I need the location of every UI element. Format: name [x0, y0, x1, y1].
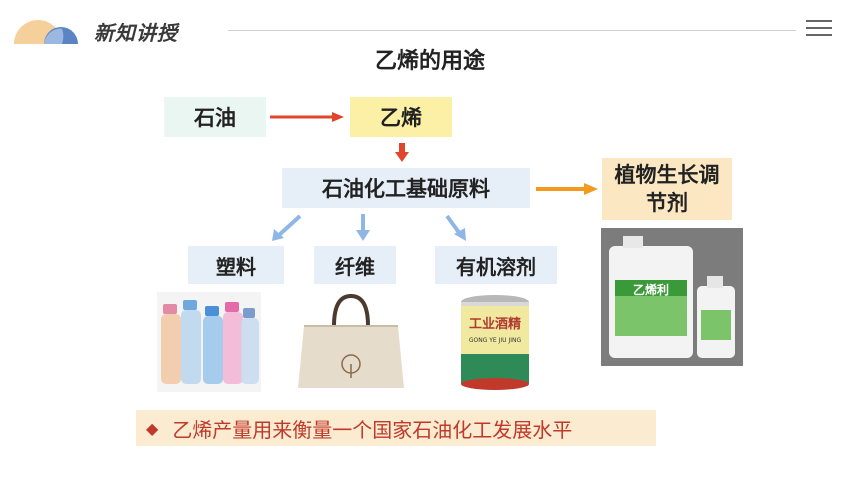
- can-label-text: 工业酒精: [469, 316, 521, 332]
- page-title: 乙烯的用途: [374, 49, 485, 74]
- arrow-down-red-icon: [395, 143, 409, 162]
- arrow-right-orange-icon: [536, 183, 598, 195]
- arrow-down-blue-icon: [356, 214, 370, 241]
- logo-icon: [14, 20, 78, 44]
- canvas-bag-image: [296, 292, 406, 392]
- bottom-note-text: 乙烯产量用来衡量一个国家石油化工发展水平: [172, 417, 573, 442]
- fiber-box: 纤维: [314, 246, 396, 284]
- diamond-bullet-icon: ◆: [146, 418, 159, 438]
- header-divider: [228, 30, 796, 31]
- brand-title: 新知讲授: [94, 21, 178, 45]
- arrow-right-red-icon: [270, 112, 344, 122]
- solvent-box: 有机溶剂: [435, 246, 557, 284]
- plastic-bottles-image: [157, 292, 261, 392]
- arrow-down-left-blue-icon: [272, 214, 302, 241]
- alcohol-can-image: 工业酒精 GONG YE JIU JING: [456, 292, 534, 392]
- bottom-note-banner: ◆ 乙烯产量用来衡量一个国家石油化工发展水平: [136, 410, 656, 446]
- arrow-down-right-blue-icon: [445, 214, 466, 241]
- plastic-box: 塑料: [188, 246, 284, 284]
- plant-regulator-line1: 植物生长调: [614, 163, 720, 187]
- plant-regulator-line2: 节剂: [646, 191, 688, 215]
- ethephon-product-image: 乙烯利: [601, 228, 743, 366]
- ethylene-box: 乙烯: [350, 97, 452, 137]
- product-label-text: 乙烯利: [633, 282, 669, 297]
- can-sub-text: GONG YE JIU JING: [469, 337, 522, 344]
- raw-material-box: 石油化工基础原料: [282, 168, 530, 208]
- petroleum-box: 石油: [164, 97, 266, 137]
- plant-regulator-box: 植物生长调 节剂: [602, 158, 732, 220]
- hamburger-menu-icon[interactable]: [806, 20, 832, 40]
